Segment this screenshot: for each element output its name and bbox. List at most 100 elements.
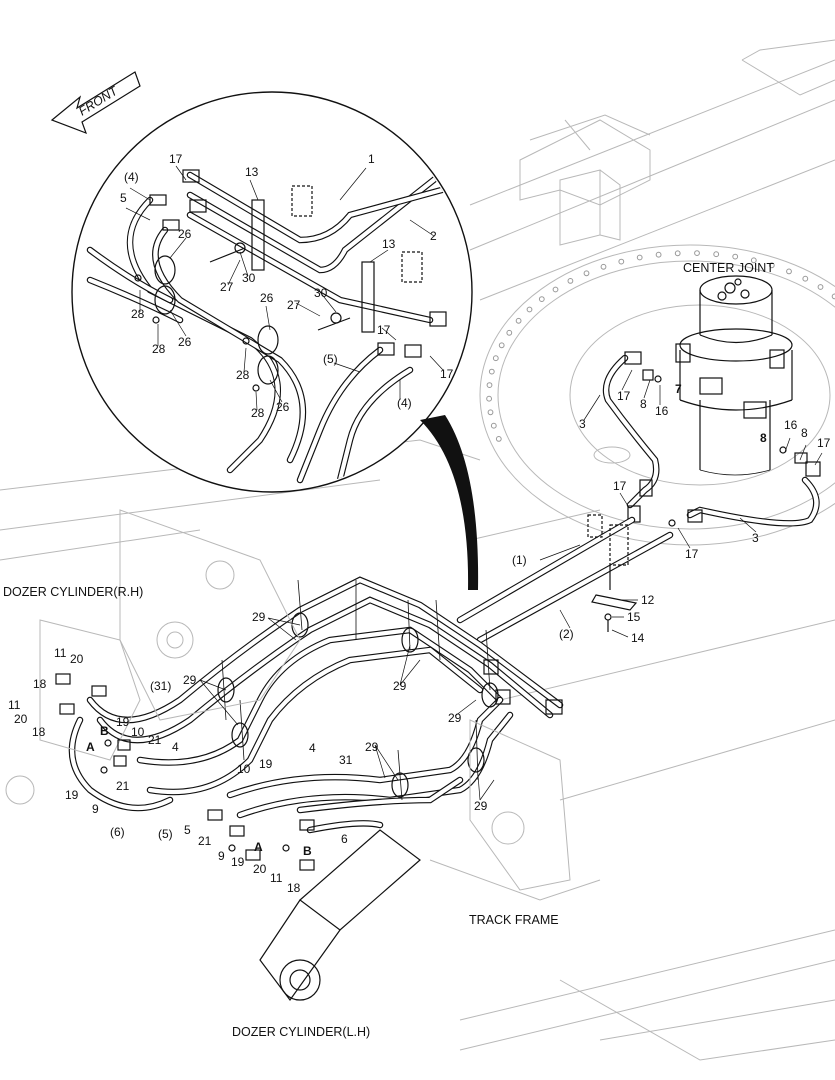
- label-17c: 17: [440, 367, 454, 381]
- center-joint-caption: CENTER JOINT: [683, 261, 774, 275]
- label-4a: (4): [124, 170, 139, 184]
- label-28b: 28: [152, 342, 166, 356]
- label-28a: 28: [131, 307, 145, 321]
- label-5: 5: [120, 191, 127, 205]
- label-r18a: 18: [33, 677, 47, 691]
- label-28d: 28: [251, 406, 265, 420]
- label-r9: 9: [92, 802, 99, 816]
- bolt-hole: [694, 250, 700, 257]
- bolt-hole: [732, 253, 739, 260]
- label-r4: 4: [172, 740, 179, 754]
- bolt-hole: [498, 342, 505, 349]
- leader-lines: [125, 165, 823, 801]
- label-m9: 9: [218, 849, 225, 863]
- label-c16b: 16: [784, 418, 798, 432]
- dozer-lh-caption: DOZER CYLINDER(L.H): [232, 1025, 370, 1039]
- label-r19b: 19: [65, 788, 79, 802]
- bolt-hole: [713, 251, 720, 258]
- label-h29f: 29: [474, 799, 488, 813]
- label-13b: 13: [382, 237, 396, 251]
- label-m21: 21: [198, 834, 212, 848]
- label-r21a: 21: [148, 733, 162, 747]
- label-27a: 27: [220, 280, 234, 294]
- label-26b: 26: [178, 335, 192, 349]
- label-c8bold: 8: [760, 431, 767, 445]
- bolt-hole: [495, 436, 502, 442]
- label-r19a: 19: [116, 715, 130, 729]
- label-30a: 30: [242, 271, 256, 285]
- bolt-hole: [636, 254, 643, 261]
- bolt-hole: [515, 317, 522, 324]
- bolt-hole: [486, 382, 493, 389]
- label-h31a: (31): [150, 679, 171, 693]
- label-m10: 10: [237, 762, 251, 776]
- main-labels: 17 8 16 7 3 16 8 17 8 17 17 3 (1) (2) 12…: [8, 382, 831, 895]
- label-p2: (2): [559, 627, 574, 641]
- label-m18: 18: [287, 881, 301, 895]
- label-mA: A: [254, 840, 263, 854]
- label-c3a: 3: [579, 417, 586, 431]
- label-m4: 4: [309, 741, 316, 755]
- label-4b: (4): [397, 396, 412, 410]
- label-26a: 26: [178, 227, 192, 241]
- label-c17d: 17: [685, 547, 699, 561]
- bolt-hole: [506, 329, 513, 336]
- label-r6: (6): [110, 825, 125, 839]
- label-h29d: 29: [448, 711, 462, 725]
- label-m5: 5: [184, 823, 191, 837]
- front-arrow-icon: FRONT: [50, 71, 141, 135]
- bolt-hole: [583, 270, 590, 277]
- label-rA: A: [86, 740, 95, 754]
- label-m20: 20: [253, 862, 267, 876]
- label-p15: 15: [627, 610, 641, 624]
- label-c17c: 17: [613, 479, 627, 493]
- detail-labels: 1 2 (4) (4) 5 (5) 13 13 17 17 17 26 26 2…: [120, 152, 454, 420]
- label-h29a: 29: [252, 610, 266, 624]
- center-joint-hoses: [602, 351, 821, 527]
- swing-bearing-ring: [479, 244, 835, 546]
- bolt-hole: [487, 409, 494, 416]
- bolt-hole: [492, 355, 499, 362]
- label-p1: (1): [512, 553, 527, 567]
- label-m19b: 19: [231, 855, 245, 869]
- bolt-hole: [802, 275, 809, 282]
- dozer-rh-caption: DOZER CYLINDER(R.H): [3, 585, 143, 599]
- bolt-hole: [786, 268, 792, 275]
- label-c17b: 17: [817, 436, 831, 450]
- bolt-hole: [488, 368, 495, 375]
- label-26c: 26: [260, 291, 274, 305]
- track-frame-caption: TRACK FRAME: [469, 913, 559, 927]
- label-r10a: 10: [131, 725, 145, 739]
- label-r20a: 20: [70, 652, 84, 666]
- label-c16a: 16: [655, 404, 669, 418]
- bolt-hole: [674, 250, 681, 257]
- label-p12: 12: [641, 593, 655, 607]
- label-17a: 17: [169, 152, 183, 166]
- bolt-hole: [750, 257, 757, 264]
- upper-frame-outline: [0, 39, 835, 1061]
- label-h29c: 29: [393, 679, 407, 693]
- lower-hose-loop: [68, 576, 564, 834]
- label-m19: 19: [259, 757, 273, 771]
- label-r5: (5): [158, 827, 173, 841]
- bolt-hole: [486, 395, 493, 402]
- label-c17a: 17: [617, 389, 631, 403]
- label-r21b: 21: [116, 779, 130, 793]
- bolt-hole: [655, 251, 662, 258]
- label-r11b: 11: [8, 698, 21, 712]
- label-r11a: 11: [54, 646, 67, 660]
- rh-cylinder-fittings: [5, 619, 141, 805]
- label-p14: 14: [631, 631, 645, 645]
- label-13a: 13: [245, 165, 259, 179]
- label-h31b: 31: [339, 753, 353, 767]
- label-m6: 6: [341, 832, 348, 846]
- label-c8a: 8: [640, 397, 647, 411]
- label-27b: 27: [287, 298, 301, 312]
- label-h29e: 29: [365, 740, 379, 754]
- label-h29b: 29: [183, 673, 197, 687]
- bolt-hole: [490, 422, 497, 429]
- bolt-holes: [486, 250, 835, 442]
- label-rB: B: [100, 724, 109, 738]
- label-r18b: 18: [32, 725, 46, 739]
